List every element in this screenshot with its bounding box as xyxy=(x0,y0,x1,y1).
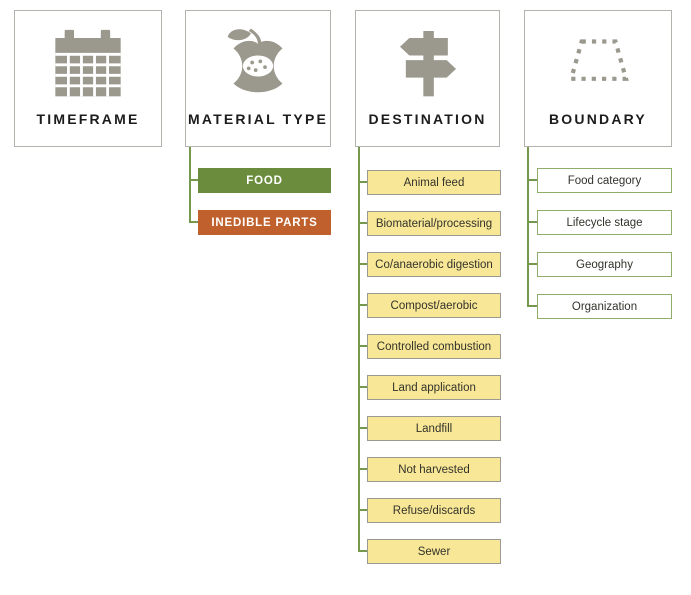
connector-stub xyxy=(358,345,367,347)
boundary-label: BOUNDARY xyxy=(549,111,647,127)
destination-node-controlled-combustion: Controlled combustion xyxy=(367,334,501,359)
material-type-connector-line xyxy=(189,147,191,223)
apple-core-icon xyxy=(216,23,300,109)
boundary-connector-line xyxy=(527,147,529,307)
connector-stub xyxy=(189,179,198,181)
material-type-label: MATERIAL TYPE xyxy=(187,111,329,127)
destination-node-compost-aerobic: Compost/aerobic xyxy=(367,293,501,318)
connector-stub xyxy=(189,221,198,223)
destination-node-sewer: Sewer xyxy=(367,539,501,564)
boundary-node-food-category: Food category xyxy=(537,168,672,193)
connector-stub xyxy=(527,263,537,265)
boundary-node-lifecycle-stage: Lifecycle stage xyxy=(537,210,672,235)
connector-stub xyxy=(358,222,367,224)
destination-connector-line xyxy=(358,147,360,552)
signpost-icon xyxy=(386,23,470,109)
connector-stub xyxy=(358,468,367,470)
destination-node-not-harvested: Not harvested xyxy=(367,457,501,482)
boundary-header-box: BOUNDARY xyxy=(524,10,672,147)
destination-node-land-application: Land application xyxy=(367,375,501,400)
destination-node-refuse-discards: Refuse/discards xyxy=(367,498,501,523)
connector-stub xyxy=(358,263,367,265)
material-node-food: FOOD xyxy=(198,168,331,193)
destination-node-biomaterial-processing: Biomaterial/processing xyxy=(367,211,501,236)
destination-node-co-anaerobic-digestion: Co/anaerobic digestion xyxy=(367,252,501,277)
timeframe-header-box: TIMEFRAME xyxy=(14,10,162,147)
connector-stub xyxy=(527,305,537,307)
connector-stub xyxy=(358,509,367,511)
material-node-inedible-parts: INEDIBLE PARTS xyxy=(198,210,331,235)
boundary-node-geography: Geography xyxy=(537,252,672,277)
destination-header-box: DESTINATION xyxy=(355,10,500,147)
connector-stub xyxy=(527,221,537,223)
destination-label: DESTINATION xyxy=(368,111,487,127)
connector-stub xyxy=(358,550,367,552)
destination-node-animal-feed: Animal feed xyxy=(367,170,501,195)
connector-stub xyxy=(358,181,367,183)
connector-stub xyxy=(358,386,367,388)
boundary-node-organization: Organization xyxy=(537,294,672,319)
connector-stub xyxy=(527,179,537,181)
calendar-icon xyxy=(46,23,130,109)
material-type-header-box: MATERIAL TYPE xyxy=(185,10,331,147)
timeframe-label: TIMEFRAME xyxy=(36,111,140,127)
connector-stub xyxy=(358,304,367,306)
boundary-trapezoid-icon xyxy=(556,23,640,109)
destination-node-landfill: Landfill xyxy=(367,416,501,441)
connector-stub xyxy=(358,427,367,429)
